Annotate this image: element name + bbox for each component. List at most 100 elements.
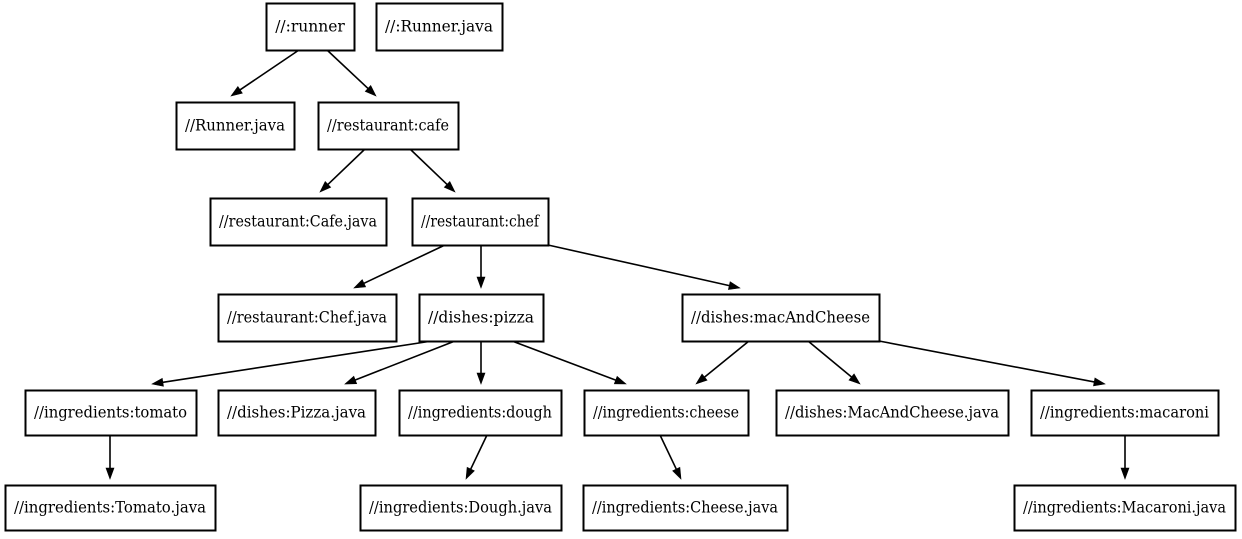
graph-node-pizza_java[interactable]: //dishes:Pizza.java — [217, 389, 377, 437]
arrowhead-icon — [105, 467, 115, 480]
node-box[interactable] — [583, 389, 750, 437]
graph-edge — [659, 434, 682, 480]
node-box[interactable] — [398, 389, 563, 437]
graph-node-ing_cheese[interactable]: //ingredients:cheese — [583, 389, 750, 437]
node-box[interactable] — [359, 484, 563, 532]
graph-edge — [807, 340, 861, 385]
node-box[interactable] — [265, 2, 356, 52]
node-box[interactable] — [1013, 484, 1237, 532]
graph-node-mac_java[interactable]: //dishes:MacAndCheese.java — [775, 389, 1010, 437]
arrowhead-icon — [230, 86, 243, 97]
graph-node-runner[interactable]: //:runner — [265, 2, 356, 52]
node-label: //ingredients:cheese — [593, 404, 739, 422]
arrowhead-icon — [1120, 467, 1130, 480]
edge-line — [807, 340, 853, 378]
arrowhead-icon — [319, 180, 332, 193]
node-label: //:Runner.java — [385, 18, 493, 36]
edge-line — [409, 148, 448, 185]
node-label: //dishes:MacAndCheese.java — [785, 404, 999, 422]
node-box[interactable] — [175, 101, 296, 151]
graph-node-restaurant_chef[interactable]: //restaurant:chef — [411, 197, 550, 247]
node-label: //restaurant:chef — [421, 213, 540, 231]
graph-edge — [476, 341, 486, 385]
graph-nodes-layer: //:runner //:Runner.java //Runner.java //re… — [4, 2, 1237, 532]
arrowhead-icon — [476, 276, 486, 289]
graph-edge — [547, 244, 741, 290]
node-label: //dishes:pizza — [428, 309, 534, 327]
node-box[interactable] — [375, 2, 504, 52]
graph-node-ing_dough[interactable]: //ingredients:dough — [398, 389, 563, 437]
arrowhead-icon — [613, 375, 627, 385]
node-box[interactable] — [217, 293, 398, 343]
graph-node-dishes_mac[interactable]: //dishes:macAndCheese — [681, 293, 881, 343]
node-box[interactable] — [1030, 389, 1220, 437]
graph-node-chef_java[interactable]: //restaurant:Chef.java — [217, 293, 398, 343]
arrowhead-icon — [344, 375, 358, 385]
graph-node-runner_java[interactable]: //Runner.java — [175, 101, 296, 151]
node-box[interactable] — [411, 197, 550, 247]
node-box[interactable] — [209, 197, 388, 247]
graph-edge — [344, 340, 456, 385]
graph-node-dough_java[interactable]: //ingredients:Dough.java — [359, 484, 563, 532]
graph-node-cheese_java[interactable]: //ingredients:Cheese.java — [582, 484, 789, 532]
arrowhead-icon — [728, 281, 741, 290]
graph-edge — [409, 148, 456, 193]
edge-line — [547, 244, 730, 287]
node-box[interactable] — [681, 293, 881, 343]
edge-line — [511, 340, 616, 381]
arrowhead-icon — [364, 85, 377, 97]
graph-edge — [353, 244, 446, 289]
node-label: //restaurant:Cafe.java — [219, 213, 377, 231]
node-label: //ingredients:Cheese.java — [592, 499, 778, 517]
graph-edge — [695, 340, 750, 385]
edge-line — [363, 244, 446, 285]
node-label: //restaurant:cafe — [327, 117, 449, 135]
node-box[interactable] — [217, 389, 377, 437]
arrowhead-icon — [476, 372, 486, 385]
arrowhead-icon — [848, 373, 861, 385]
node-label: //ingredients:tomato — [34, 404, 187, 422]
graph-edge — [476, 245, 486, 289]
graph-edge — [1120, 435, 1130, 480]
node-box[interactable] — [317, 101, 460, 151]
edge-line — [326, 49, 369, 90]
edge-line — [704, 340, 750, 378]
graph-node-ing_macaroni[interactable]: //ingredients:macaroni — [1030, 389, 1220, 437]
graph-node-ing_tomato[interactable]: //ingredients:tomato — [24, 389, 198, 437]
arrowhead-icon — [151, 377, 164, 387]
graph-node-tomato_java[interactable]: //ingredients:Tomato.java — [4, 484, 217, 532]
graph-edge — [326, 49, 377, 97]
arrowhead-icon — [353, 279, 367, 289]
node-box[interactable] — [4, 484, 217, 532]
node-label: //ingredients:Tomato.java — [14, 499, 206, 517]
graph-node-restaurant_cafe[interactable]: //restaurant:cafe — [317, 101, 460, 151]
node-box[interactable] — [775, 389, 1010, 437]
arrowhead-icon — [465, 466, 475, 480]
graph-node-cafe_java[interactable]: //restaurant:Cafe.java — [209, 197, 388, 247]
node-label: //ingredients:Macaroni.java — [1023, 499, 1226, 517]
graph-node-macaroni_java[interactable]: //ingredients:Macaroni.java — [1013, 484, 1237, 532]
edge-line — [354, 340, 456, 381]
edge-line — [470, 434, 488, 470]
node-label: //ingredients:macaroni — [1040, 404, 1209, 422]
arrowhead-icon — [695, 373, 708, 385]
arrowhead-icon — [443, 180, 456, 193]
graph-node-runner_java_root[interactable]: //:Runner.java — [375, 2, 504, 52]
edge-line — [239, 49, 300, 91]
edge-line — [659, 434, 677, 470]
node-label: //ingredients:Dough.java — [369, 499, 552, 517]
node-box[interactable] — [418, 293, 545, 343]
arrowhead-icon — [1093, 377, 1106, 387]
graph-edge — [878, 340, 1106, 387]
edge-line — [327, 148, 366, 185]
graph-edge — [511, 340, 627, 385]
edge-line — [162, 340, 433, 384]
graph-edge — [319, 148, 366, 193]
graph-node-dishes_pizza[interactable]: //dishes:pizza — [418, 293, 545, 343]
node-label: //:runner — [275, 18, 345, 36]
graph-edge — [151, 340, 433, 387]
node-box[interactable] — [24, 389, 198, 437]
node-box[interactable] — [582, 484, 789, 532]
